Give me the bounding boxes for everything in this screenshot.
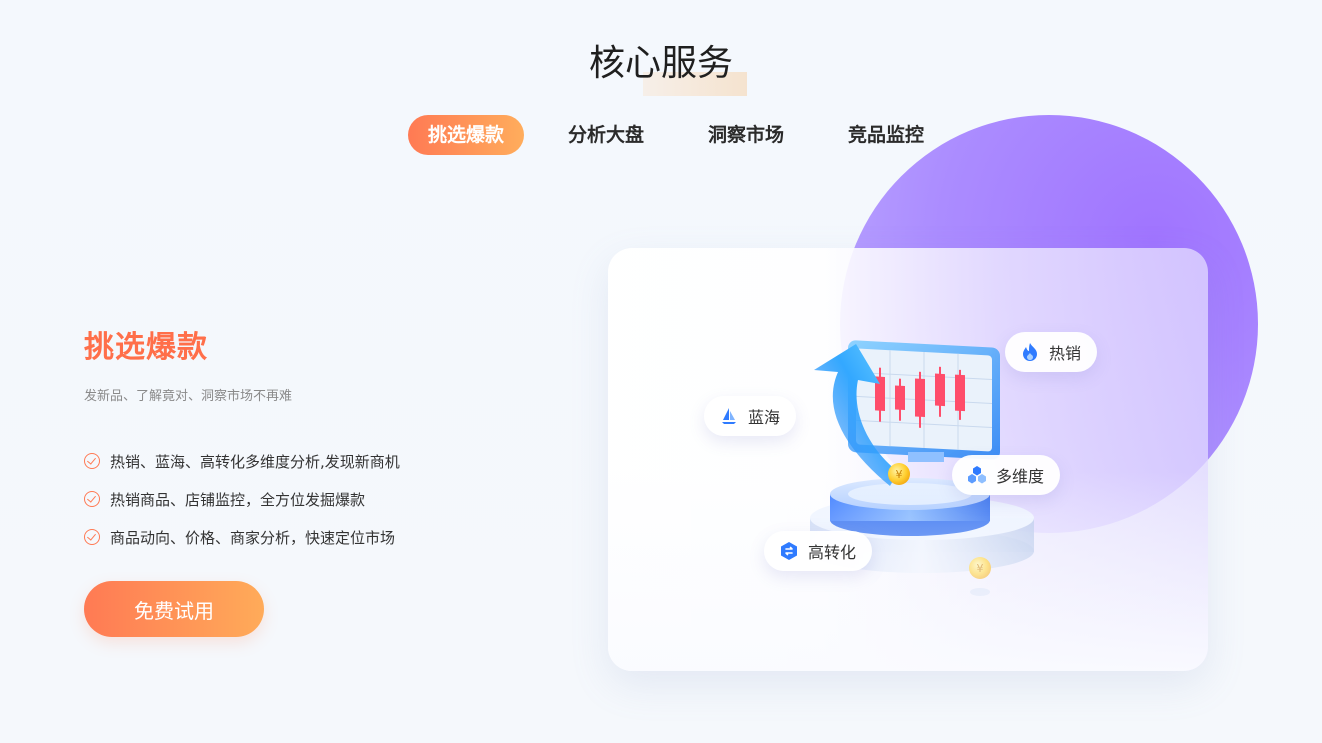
tag-label: 热销 bbox=[1049, 344, 1082, 363]
cubes-icon bbox=[968, 466, 986, 484]
section-title-wrap: 核心服务 bbox=[588, 34, 747, 96]
check-circle-icon bbox=[84, 491, 100, 507]
list-item: 热销商品、店铺监控，全方位发掘爆款 bbox=[84, 480, 400, 518]
panel-title: 挑选爆款 bbox=[84, 330, 208, 365]
tag-hot-sale: 热销 bbox=[1005, 332, 1098, 372]
tag-label: 蓝海 bbox=[748, 408, 781, 427]
title-underline-decoration bbox=[643, 72, 747, 96]
tag-blue-ocean: 蓝海 bbox=[704, 396, 797, 436]
hexagon-swap-icon bbox=[781, 542, 797, 560]
list-item: 热销、蓝海、高转化多维度分析,发现新商机 bbox=[84, 442, 400, 480]
feature-text: 商品动向、价格、商家分析，快速定位市场 bbox=[110, 528, 396, 547]
feature-text: 热销商品、店铺监控，全方位发掘爆款 bbox=[110, 490, 366, 509]
tab-pick-hot[interactable]: 挑选爆款 bbox=[408, 115, 525, 155]
tag-high-conversion: 高转化 bbox=[764, 531, 873, 571]
tag-label: 高转化 bbox=[808, 543, 857, 562]
section-header: 核心服务 bbox=[0, 34, 1322, 96]
sailboat-icon bbox=[722, 408, 736, 424]
tag-multi-dimension: 多维度 bbox=[952, 455, 1061, 495]
card-bottom-fade bbox=[608, 471, 1208, 671]
tab-market-analysis[interactable]: 分析大盘 bbox=[568, 124, 645, 146]
check-circle-icon bbox=[84, 453, 100, 469]
feature-text: 热销、蓝海、高转化多维度分析,发现新商机 bbox=[110, 452, 400, 471]
flame-icon bbox=[1023, 343, 1037, 361]
tab-competitor-monitor[interactable]: 竞品监控 bbox=[848, 124, 925, 146]
free-trial-button[interactable]: 免费试用 bbox=[84, 581, 264, 637]
tag-label: 多维度 bbox=[996, 467, 1045, 486]
section-title: 核心服务 bbox=[588, 43, 733, 84]
list-item: 商品动向、价格、商家分析，快速定位市场 bbox=[84, 518, 400, 556]
tab-market-insight[interactable]: 洞察市场 bbox=[708, 124, 785, 146]
feature-list: 热销、蓝海、高转化多维度分析,发现新商机 热销商品、店铺监控，全方位发掘爆款 商… bbox=[84, 442, 400, 556]
service-tabs: 挑选爆款 分析大盘 洞察市场 竞品监控 bbox=[408, 115, 968, 155]
illustration-card: ¥ ¥ 热销 蓝海 多维度 bbox=[608, 248, 1208, 671]
check-circle-icon bbox=[84, 529, 100, 545]
panel-subtitle: 发新品、了解竟对、洞察市场不再难 bbox=[84, 389, 293, 404]
